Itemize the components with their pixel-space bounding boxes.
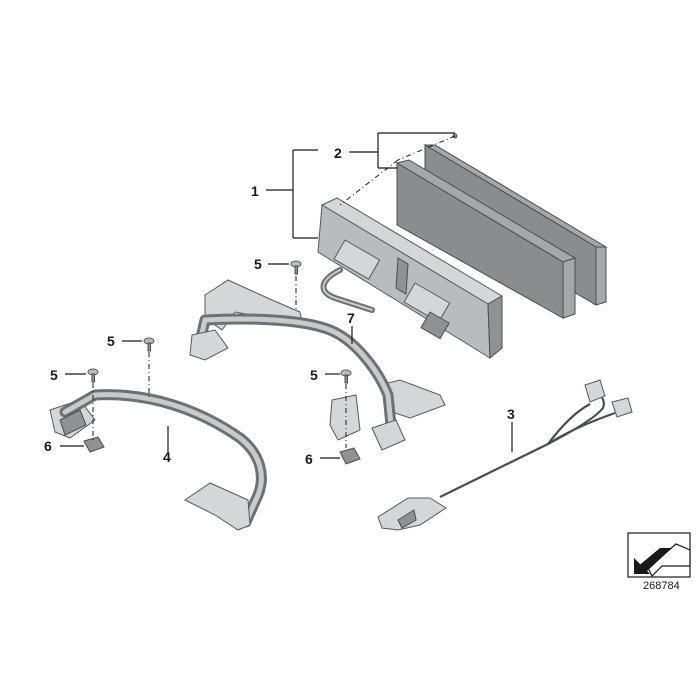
callout-7: 7 [347,310,355,326]
holder-bracket-left [49,389,267,531]
reference-number: 268784 [643,580,680,592]
wiring-harness [377,379,633,531]
callout-4: 4 [163,449,171,465]
callout-3: 3 [507,406,515,422]
foam-pad-front [395,159,577,319]
screw-4 [340,369,352,384]
control-unit [317,197,503,360]
callout-5-screw-4: 5 [310,367,318,383]
screw-1 [290,260,302,275]
callout-5-screw-2: 5 [107,333,115,349]
callout-6-right: 6 [305,451,313,467]
callout-6-left: 6 [44,438,52,454]
arrow-pointer-icon [627,532,691,578]
callout-1: 1 [251,183,259,199]
holder-bracket-right [189,279,446,451]
callout-5-screw-1: 5 [254,256,262,272]
clip-nut-left [83,436,105,453]
screw-2 [143,337,155,352]
clip-nut-right [339,447,361,465]
leader-2 [349,132,455,169]
callout-5-screw-3: 5 [50,367,58,383]
callout-2: 2 [334,145,342,161]
screw-3 [87,368,99,383]
leader-1 [266,149,318,239]
